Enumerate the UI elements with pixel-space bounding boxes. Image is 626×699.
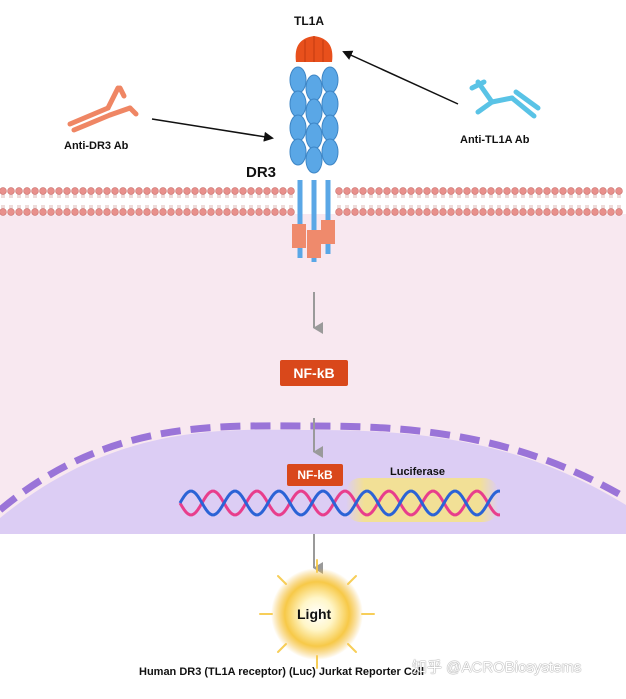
nfkb-nucleus-box: NF-kB: [287, 464, 343, 486]
tl1a-ligand: [295, 36, 333, 62]
anti-dr3-ab-label: Anti-DR3 Ab: [64, 140, 129, 152]
dr3-label: DR3: [246, 164, 277, 181]
tl1a-label: TL1A: [294, 14, 324, 28]
anti-tl1a-ab-label: Anti-TL1A Ab: [460, 134, 530, 146]
luciferase-label: Luciferase: [390, 466, 446, 478]
dna-strand-blue: [178, 489, 500, 517]
anti-dr3-arrow: [151, 118, 274, 142]
anti-tl1a-arrow: [342, 50, 459, 105]
dna-strand-pink: [178, 489, 500, 517]
watermark: 知乎 @ACROBiosystems: [412, 659, 582, 676]
nfkb-cytoplasm-box: NF-kB: [280, 360, 348, 386]
anti-dr3-antibody-icon: [67, 85, 139, 133]
light-signal-icon: [259, 559, 375, 669]
dr3-receptor: [289, 66, 339, 262]
light-label: Light: [297, 606, 332, 622]
cell-membrane: [0, 187, 623, 216]
anti-tl1a-antibody-icon: [469, 79, 541, 119]
figure-caption: Human DR3 (TL1A receptor) (Luc) Jurkat R…: [139, 666, 425, 678]
